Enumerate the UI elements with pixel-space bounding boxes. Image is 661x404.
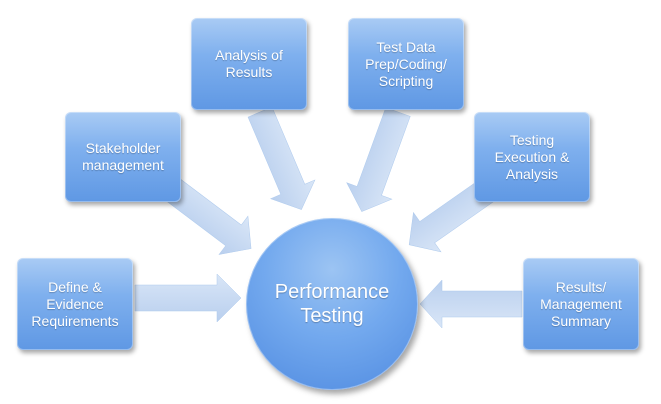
node-label: Define & Evidence Requirements [31,278,119,329]
center-performance-testing: Performance Testing [246,218,418,390]
node-analysis-of-results: Analysis of Results [191,18,307,110]
node-label: Test Data Prep/Coding/ Scripting [365,38,447,89]
node-define-evidence-requirements: Define & Evidence Requirements [17,258,133,350]
node-test-data-prep: Test Data Prep/Coding/ Scripting [348,18,464,110]
node-label: Results/ Management Summary [540,278,622,329]
arrow-from-analysis-results [247,106,316,210]
center-label: Performance Testing [274,281,390,327]
node-label: Stakeholder management [82,140,164,173]
node-stakeholder-management: Stakeholder management [65,112,181,202]
node-label: Analysis of Results [215,47,283,80]
arrow-from-stakeholder [159,175,252,255]
arrow-from-test-data [346,107,411,212]
node-label: Testing Execution & Analysis [494,131,570,182]
arrow-from-define [134,273,242,323]
arrow-from-results-summary [419,279,523,329]
node-testing-execution-analysis: Testing Execution & Analysis [474,112,590,202]
node-results-management-summary: Results/ Management Summary [523,258,639,350]
